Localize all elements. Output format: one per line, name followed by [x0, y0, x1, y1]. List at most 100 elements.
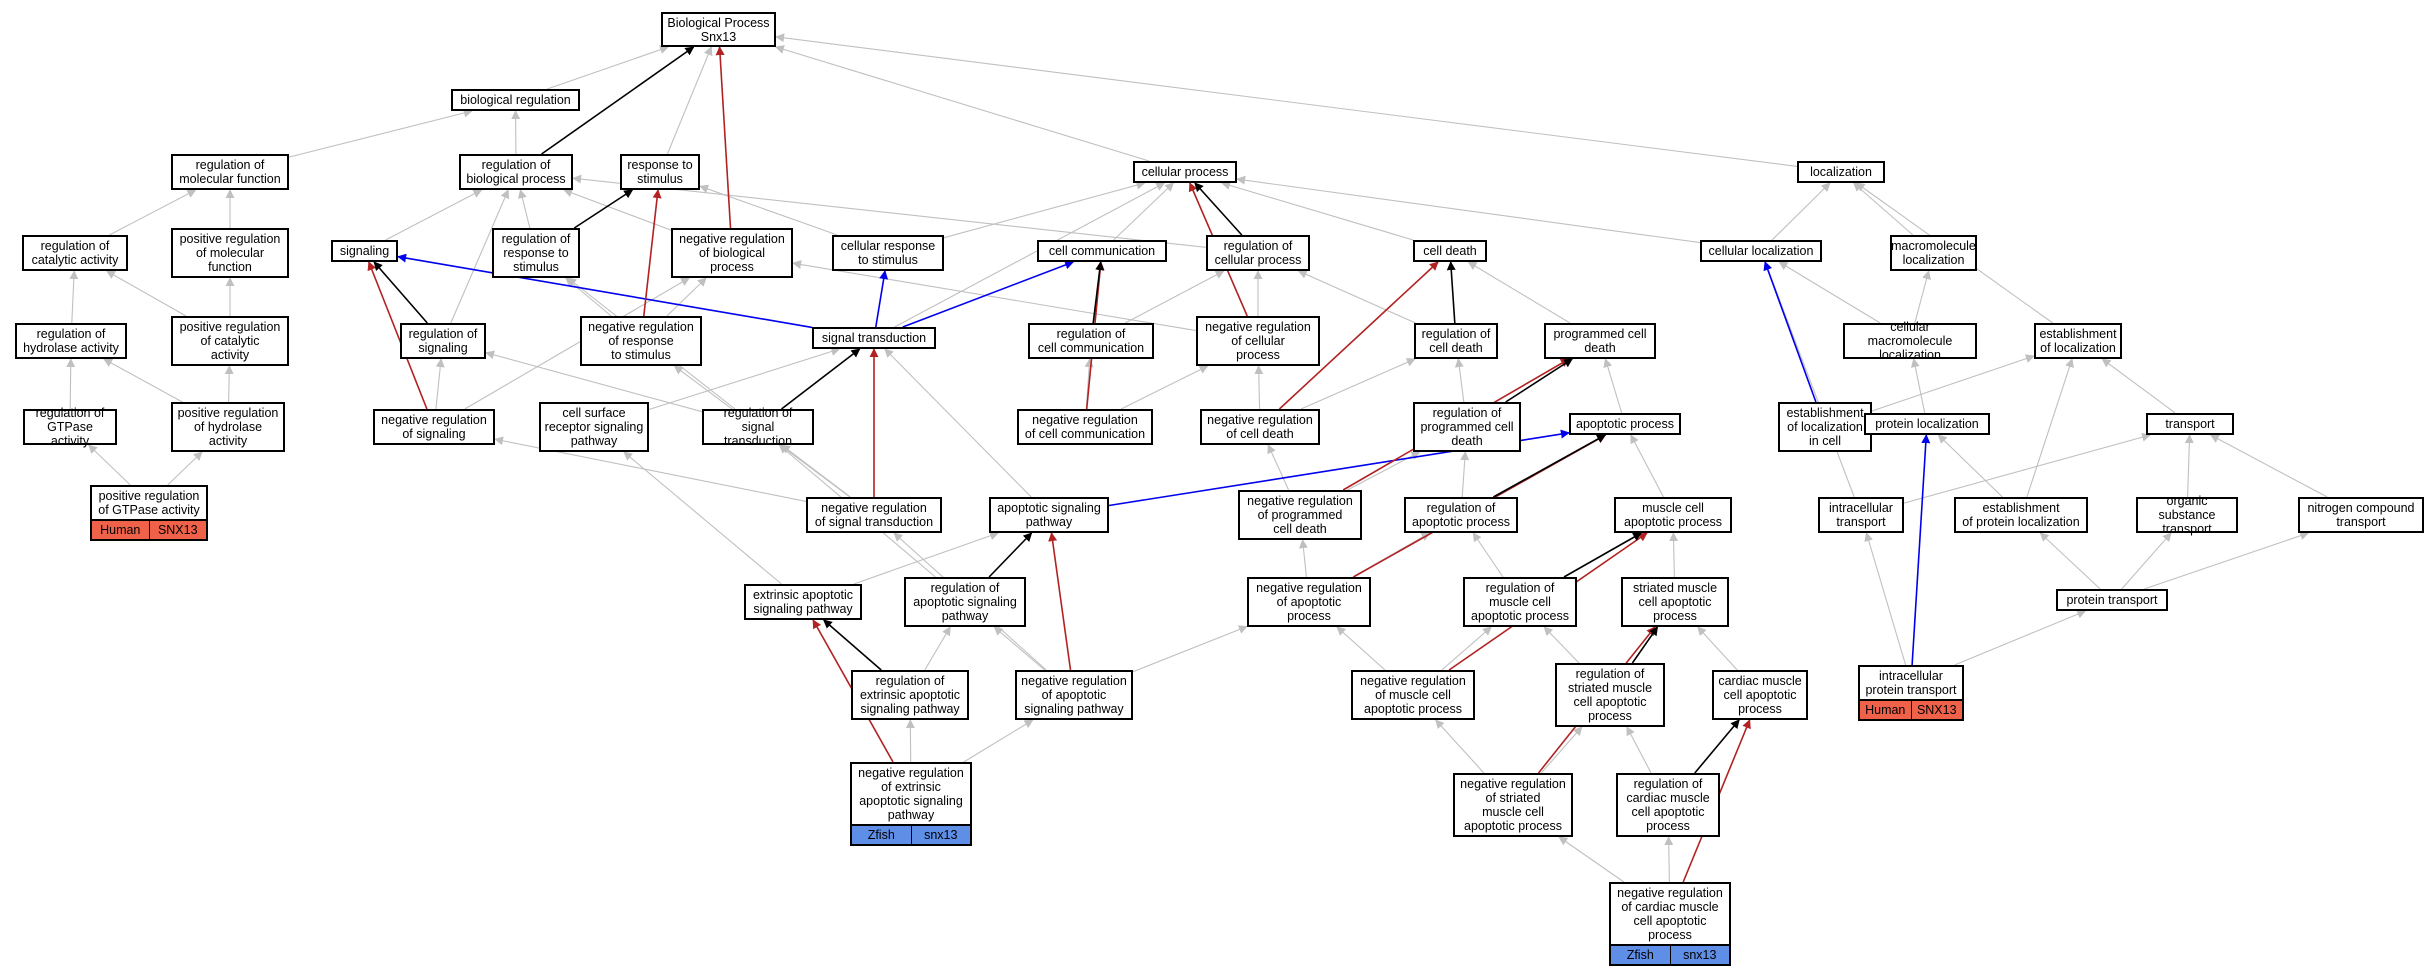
relationship-edge [943, 180, 1146, 239]
relationship-edge [1454, 358, 1465, 403]
relationship-edge [565, 277, 612, 317]
go-term-node[interactable]: cellular response to stimulus [832, 235, 944, 271]
go-term-node[interactable]: organic substance transport [2136, 494, 2238, 536]
go-term-node[interactable]: positive regulation of catalytic activit… [171, 316, 289, 366]
go-term-node[interactable]: regulation of GTPase activity [23, 406, 117, 448]
go-term-node[interactable]: negative regulation of signal transducti… [806, 497, 942, 533]
go-term-node[interactable]: intracellular protein transport [1858, 665, 1964, 701]
relationship-edge [648, 347, 841, 411]
go-term-node[interactable]: nitrogen compound transport [2298, 497, 2424, 533]
go-term-node[interactable]: regulation of signal transduction [702, 406, 814, 448]
go-term-node[interactable]: regulation of molecular function [171, 154, 289, 190]
relationship-edge [792, 260, 1197, 332]
go-term-node[interactable]: cellular macromolecule localization [1843, 320, 1977, 362]
go-term-node[interactable]: regulation of response to stimulus [492, 228, 580, 278]
go-term-node[interactable]: extrinsic apoptotic signaling pathway [744, 584, 862, 620]
go-term-node[interactable]: regulation of striated muscle cell apopt… [1555, 663, 1665, 727]
relationship-edge [884, 348, 1032, 498]
species-label: Human [1860, 701, 1911, 719]
go-term-node[interactable]: cell communication [1037, 240, 1167, 262]
relationship-edge [397, 253, 813, 329]
go-term-node[interactable]: macromolecule localization [1890, 235, 1977, 271]
relationship-edge [894, 182, 1166, 328]
gene-label: SNX13 [148, 521, 206, 539]
relationship-edge [385, 189, 483, 241]
relationship-edge [902, 260, 1075, 328]
go-term-node[interactable]: regulation of cellular process [1206, 235, 1310, 271]
go-term-node[interactable]: cellular localization [1700, 240, 1822, 262]
go-term-node[interactable]: negative regulation of response to stimu… [580, 316, 702, 366]
go-term-node[interactable]: negative regulation of apoptotic process [1247, 577, 1371, 627]
relationship-edge [2026, 358, 2074, 498]
go-term-node[interactable]: negative regulation of programmed cell d… [1238, 490, 1362, 540]
gene-label: snx13 [1669, 946, 1729, 964]
go-term-node[interactable]: regulation of cardiac muscle cell apopto… [1616, 773, 1720, 837]
relationship-edge [1435, 719, 1485, 774]
go-term-node[interactable]: regulation of apoptotic process [1404, 497, 1518, 533]
go-term-node[interactable]: negative regulation of extrinsic apoptot… [850, 762, 972, 826]
go-term-node[interactable]: cellular process [1133, 161, 1237, 183]
go-term-node[interactable]: localization [1797, 161, 1885, 183]
relationship-edge [1914, 270, 1931, 324]
go-term-node[interactable]: establishment of localization [2034, 323, 2122, 359]
go-term-node[interactable]: regulation of muscle cell apoptotic proc… [1463, 577, 1577, 627]
relationship-edge [1558, 836, 1625, 883]
go-term-node[interactable]: regulation of hydrolase activity [15, 323, 127, 359]
go-term-node[interactable]: regulation of programmed cell death [1413, 402, 1521, 452]
go-term-node[interactable]: striated muscle cell apoptotic process [1621, 577, 1729, 627]
go-term-node[interactable]: positive regulation of hydrolase activit… [171, 402, 285, 452]
go-term-node[interactable]: regulation of signaling [400, 323, 486, 359]
go-term-node[interactable]: muscle cell apoptotic process [1614, 497, 1732, 533]
relationship-edge [666, 277, 707, 317]
go-term-node[interactable]: negative regulation of cell communicatio… [1017, 409, 1153, 445]
go-term-node[interactable]: signal transduction [812, 327, 936, 349]
go-term-node[interactable]: negative regulation of signaling [373, 409, 495, 445]
go-term-node[interactable]: regulation of catalytic activity [22, 235, 128, 271]
go-term-node[interactable]: protein transport [2056, 589, 2168, 611]
relationship-edge [853, 531, 999, 585]
go-term-node[interactable]: biological regulation [451, 89, 580, 111]
go-term-node[interactable]: apoptotic signaling pathway [989, 497, 1109, 533]
go-term-node[interactable]: response to stimulus [620, 154, 700, 190]
go-term-node[interactable]: positive regulation of molecular functio… [171, 228, 289, 278]
relationship-edge [1669, 532, 1679, 578]
go-term-node[interactable]: programmed cell death [1544, 323, 1656, 359]
relationship-edge [2121, 532, 2172, 590]
relationship-edge [1267, 444, 1290, 491]
go-term-node[interactable]: negative regulation of muscle cell apopt… [1351, 670, 1475, 720]
go-term-node[interactable]: cell death [1413, 240, 1487, 262]
go-term-node[interactable]: negative regulation of striated muscle c… [1453, 773, 1573, 837]
species-label: Zfish [852, 826, 911, 844]
relationship-edge [1441, 626, 1492, 671]
go-term-node[interactable]: positive regulation of GTPase activity [90, 485, 208, 521]
go-term-node[interactable]: regulation of apoptotic signaling pathwa… [904, 577, 1026, 627]
go-term-node[interactable]: negative regulation of apoptotic signali… [1015, 670, 1133, 720]
go-term-node[interactable]: regulation of biological process [459, 154, 573, 190]
relationship-edge [1697, 626, 1738, 671]
go-term-node[interactable]: negative regulation of cellular process [1196, 316, 1320, 366]
relationship-edge [1694, 719, 1740, 774]
go-term-node[interactable]: negative regulation of cardiac muscle ce… [1609, 882, 1731, 946]
go-term-node[interactable]: establishment of localization in cell [1778, 402, 1872, 452]
go-term-node[interactable]: signaling [331, 240, 398, 262]
go-term-node[interactable]: transport [2146, 413, 2234, 435]
relationship-edge [1871, 354, 2035, 412]
relationship-edge [288, 108, 473, 158]
go-term-node[interactable]: Biological Process Snx13 [661, 12, 776, 47]
go-term-node[interactable]: protein localization [1864, 413, 1990, 435]
go-term-node[interactable]: negative regulation of cell death [1200, 409, 1320, 445]
go-term-node[interactable]: establishment of protein localization [1954, 497, 2088, 533]
relationship-edge [1467, 261, 1571, 324]
go-term-node[interactable]: cardiac muscle cell apoptotic process [1712, 670, 1808, 720]
go-term-node[interactable]: regulation of extrinsic apoptotic signal… [851, 670, 969, 720]
go-term-node[interactable]: negative regulation of biological proces… [671, 228, 793, 278]
go-term-node[interactable]: regulation of cell death [1414, 323, 1498, 359]
relationship-edge [623, 451, 782, 585]
go-term-node[interactable]: regulation of cell communication [1028, 323, 1154, 359]
go-term-node[interactable]: cell surface receptor signaling pathway [539, 402, 649, 452]
relationship-edge [1778, 261, 1881, 324]
go-term-node[interactable]: apoptotic process [1569, 413, 1681, 435]
go-term-node[interactable]: intracellular transport [1818, 497, 1904, 533]
